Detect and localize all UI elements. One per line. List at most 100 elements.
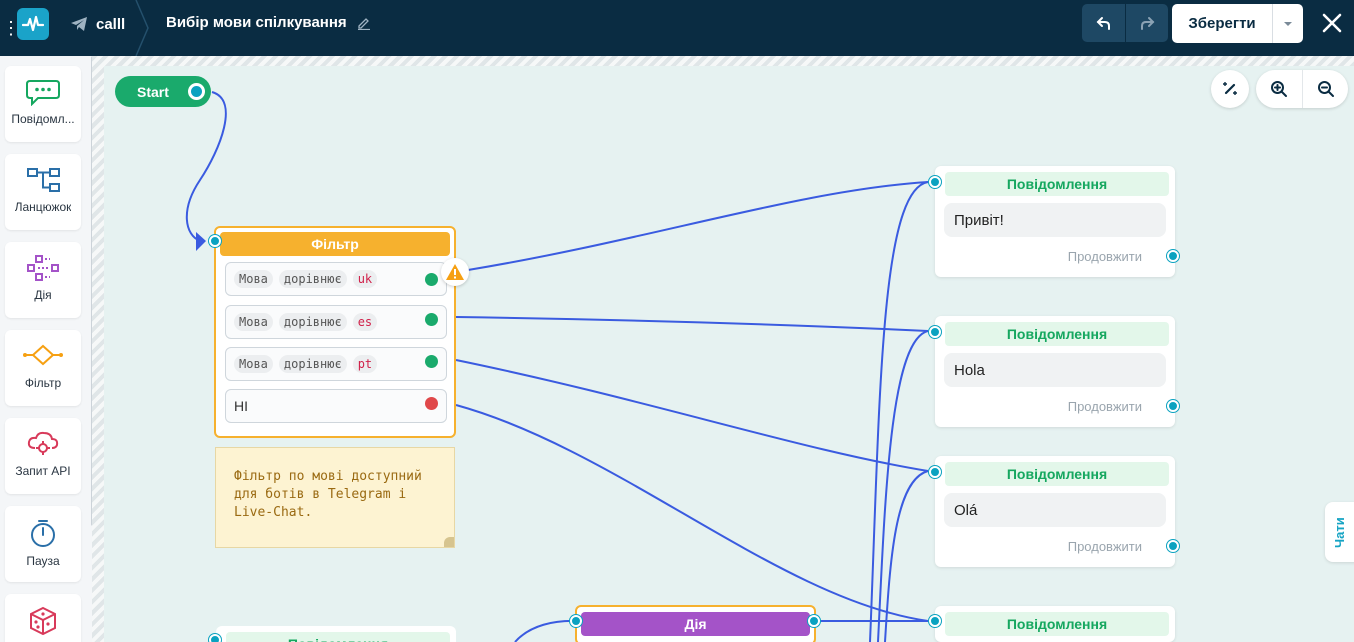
note-resize-handle[interactable] — [444, 537, 454, 547]
undo-redo-group — [1082, 4, 1168, 42]
filter-condition-es[interactable]: Мова дорівнює es — [225, 305, 447, 339]
canvas-border-left — [92, 56, 104, 642]
sidebar-item-chain[interactable]: Ланцюжок — [5, 154, 81, 230]
wire-uk-message — [467, 181, 929, 271]
top-bar: ⋮ calll Вибір мови спілкування Зберегти — [0, 0, 1354, 56]
message-node[interactable]: Повідомлення Olá Продовжити — [935, 456, 1175, 567]
auto-arrange-button[interactable] — [1211, 70, 1249, 108]
sidebar-item-api-request[interactable]: Запит API — [5, 418, 81, 494]
condition-value: uk — [352, 270, 378, 288]
chats-tab-label: Чати — [1332, 517, 1347, 548]
action-node[interactable]: Дія — [575, 605, 816, 642]
wire-in-action — [514, 619, 579, 642]
filter-condition-uk[interactable]: Мова дорівнює uk — [225, 262, 447, 296]
message-node-title: Повідомлення — [945, 612, 1169, 636]
bot-name: calll — [96, 15, 126, 33]
bot-breadcrumb[interactable]: calll — [70, 14, 125, 34]
message-text: Привіт! — [944, 203, 1166, 237]
message-icon — [26, 80, 60, 106]
message-input-port[interactable] — [929, 615, 941, 627]
condition-output-port[interactable] — [425, 313, 438, 326]
page-title: Вибір мови спілкування — [166, 14, 347, 31]
timer-icon — [31, 520, 55, 547]
start-label: Start — [137, 83, 169, 100]
warning-icon[interactable] — [441, 258, 469, 286]
message-node-title: Повідомлення — [226, 632, 450, 642]
note-text: Фільтр по мові доступний для ботів в Tel… — [234, 469, 422, 520]
message-node[interactable]: Повідомлення — [935, 606, 1175, 642]
breadcrumb-separator — [135, 0, 149, 56]
message-input-port[interactable] — [929, 176, 941, 188]
wire-msg3-down — [884, 470, 929, 642]
sidebar-item-action[interactable]: Дія — [5, 242, 81, 318]
chats-tab[interactable]: Чати — [1325, 502, 1354, 562]
continue-label: Продовжити — [1067, 399, 1142, 414]
message-output-port[interactable] — [1167, 540, 1179, 552]
wire-else-message — [455, 404, 929, 622]
wire-arrowhead — [196, 232, 206, 251]
sidebar-item-pause[interactable]: Пауза — [5, 506, 81, 582]
message-input-port[interactable] — [929, 466, 941, 478]
start-node[interactable]: Start — [115, 76, 211, 107]
condition-field: Мова — [234, 270, 273, 288]
caret-down-icon — [1284, 21, 1292, 26]
continue-label: Продовжити — [1067, 539, 1142, 554]
filter-condition-pt[interactable]: Мова дорівнює pt — [225, 347, 447, 381]
redo-button[interactable] — [1125, 4, 1168, 42]
condition-output-port[interactable] — [425, 355, 438, 368]
message-input-port[interactable] — [929, 326, 941, 338]
scenario-title-area: Вибір мови спілкування — [166, 14, 371, 31]
condition-operator: дорівнює — [278, 270, 347, 288]
action-input-port[interactable] — [570, 615, 582, 627]
message-output-port[interactable] — [1167, 400, 1179, 412]
wire-msg2-down — [877, 330, 929, 642]
dice-icon — [30, 606, 56, 636]
save-group: Зберегти — [1172, 4, 1303, 43]
message-output-port[interactable] — [1167, 250, 1179, 262]
undo-button[interactable] — [1082, 4, 1125, 42]
continue-label: Продовжити — [1067, 249, 1142, 264]
edit-pencil-icon[interactable] — [357, 16, 371, 30]
wire-pt-message — [455, 359, 929, 472]
filter-node[interactable]: Фільтр Мова дорівнює uk Мова дорівнює es… — [214, 226, 456, 438]
redo-icon — [1141, 17, 1155, 30]
action-node-title: Дія — [581, 612, 810, 636]
message-node[interactable]: Повідомлення Hola Продовжити — [935, 316, 1175, 427]
blocks-sidebar: Повідомл... Ланцюжок Дія Фільтр Запит AP… — [0, 56, 92, 642]
start-output-port[interactable] — [188, 83, 205, 100]
condition-field: Мова — [234, 313, 273, 331]
condition-output-port[interactable] — [425, 273, 438, 286]
wire-start-filter — [185, 91, 227, 242]
close-icon[interactable] — [1320, 11, 1344, 35]
wire-es-message — [455, 316, 929, 332]
magic-wand-icon — [1223, 82, 1237, 95]
filter-input-port[interactable] — [209, 235, 221, 247]
message-node[interactable]: Повідомлення Привіт! Продовжити — [935, 166, 1175, 277]
sidebar-item-random[interactable] — [5, 594, 81, 642]
api-icon — [27, 431, 59, 455]
zoom-in-button[interactable] — [1256, 70, 1302, 108]
chain-icon — [27, 168, 60, 192]
save-button[interactable]: Зберегти — [1188, 15, 1256, 32]
action-output-port[interactable] — [808, 615, 820, 627]
sidebar-item-filter[interactable]: Фільтр — [5, 330, 81, 406]
sidebar-item-message[interactable]: Повідомл... — [5, 66, 81, 142]
app-logo-icon[interactable] — [17, 8, 49, 40]
filter-else-branch[interactable]: HI — [225, 389, 447, 423]
zoom-in-icon — [1271, 81, 1287, 97]
condition-value: pt — [352, 355, 378, 373]
zoom-controls — [1256, 70, 1348, 108]
wire-msg1-down — [869, 181, 929, 642]
sticky-note[interactable]: Фільтр по мові доступний для ботів в Tel… — [215, 447, 455, 548]
undo-icon — [1096, 17, 1110, 30]
canvas-border-top — [92, 56, 1354, 66]
message-node-title: Повідомлення — [945, 462, 1169, 486]
message-text: Olá — [944, 493, 1166, 527]
save-dropdown-button[interactable] — [1272, 4, 1303, 43]
else-output-port[interactable] — [425, 397, 438, 410]
message-node[interactable]: Повідомлення — [216, 626, 456, 642]
zoom-out-icon — [1317, 81, 1334, 97]
zoom-out-button[interactable] — [1302, 70, 1348, 108]
message-input-port[interactable] — [209, 634, 221, 642]
